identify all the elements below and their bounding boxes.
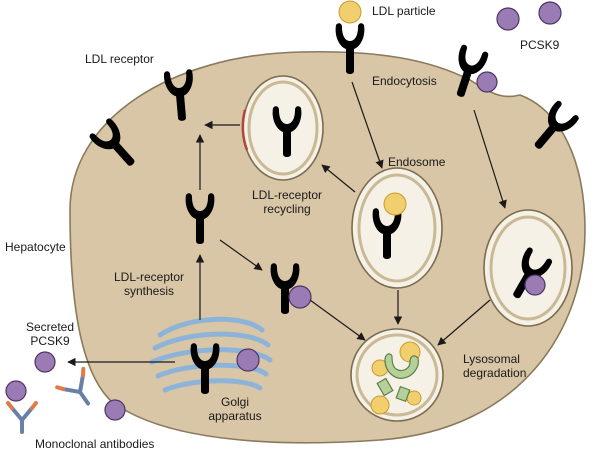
pcsk9-antibody-bound: [104, 399, 126, 421]
label-secreted-pcsk9-line2: PCSK9: [30, 334, 70, 348]
label-golgi-apparatus: Golgi apparatus: [200, 395, 270, 423]
label-golgi-line2: apparatus: [208, 409, 262, 423]
label-receptor-synthesis-line2: synthesis: [123, 284, 175, 298]
pcsk9-molecules: [5, 1, 562, 421]
pcsk9-free: [496, 7, 520, 31]
label-endosome: Endosome: [388, 155, 446, 169]
label-secreted-pcsk9-line1: Secreted: [25, 320, 75, 334]
degraded-receptor-fragments: [376, 353, 419, 403]
label-receptor-synthesis-line1: LDL-receptor: [113, 270, 185, 284]
label-pcsk9: PCSK9: [520, 38, 560, 52]
pcsk9-secreted: [34, 351, 56, 373]
label-receptor-recycling: LDL-receptor recycling: [248, 188, 326, 216]
pcsk9-free-lower: [5, 380, 27, 402]
label-lysosomal-line1: Lysosomal: [463, 352, 520, 366]
label-ldl-particle: LDL particle: [372, 4, 436, 18]
label-secreted-pcsk9: Secreted PCSK9: [22, 320, 78, 348]
label-golgi-line1: Golgi: [220, 395, 249, 409]
pcsk9-bound: [476, 71, 498, 93]
label-receptor-synthesis: LDL-receptor synthesis: [110, 270, 188, 298]
label-monoclonal-antibodies: Monoclonal antibodies: [35, 437, 155, 451]
label-lysosomal-degradation: Lysosomal degradation: [463, 352, 526, 380]
pcsk9-free: [538, 1, 562, 25]
label-lysosomal-line2: degradation: [463, 366, 527, 380]
label-receptor-recycling-line2: recycling: [263, 202, 311, 216]
pcsk9-bound: [288, 285, 312, 309]
pcsk9-bound: [524, 274, 546, 296]
pathway-arrows: [67, 81, 507, 367]
label-ldl-receptor: LDL receptor: [85, 52, 154, 66]
monoclonal-antibodies: [6, 366, 91, 434]
label-receptor-recycling-line1: LDL-receptor: [251, 188, 323, 202]
hepatocyte-cell: [69, 50, 586, 444]
pcsk9-golgi: [236, 348, 260, 372]
label-endocytosis: Endocytosis: [372, 74, 437, 88]
label-hepatocyte: Hepatocyte: [5, 240, 66, 254]
